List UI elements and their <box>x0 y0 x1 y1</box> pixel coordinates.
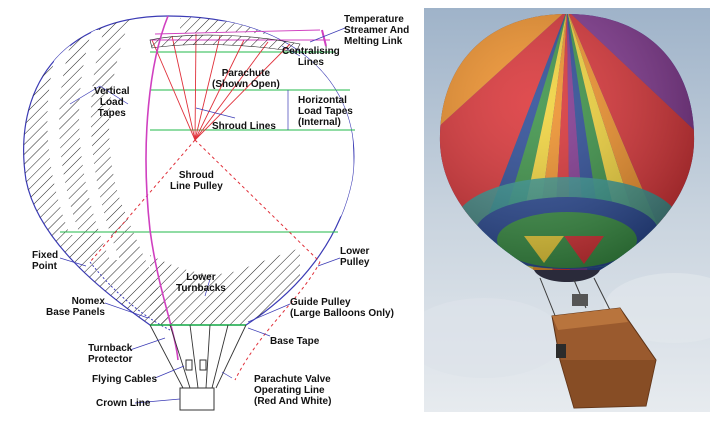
label-centralising-lines: Centralising Lines <box>282 46 340 68</box>
basket-outline <box>179 387 215 411</box>
label-lower-turnbacks: Lower Turnbacks <box>176 272 226 294</box>
label-guide-pulley: Guide Pulley (Large Balloons Only) <box>290 297 394 319</box>
label-horizontal-load-tapes: Horizontal Load Tapes (Internal) <box>298 95 353 128</box>
diagram-drawing <box>23 15 355 411</box>
parachute-fabric <box>149 34 301 53</box>
balloon-photo-drawing <box>404 8 720 412</box>
label-fixed-point: Fixed Point <box>32 250 59 272</box>
shroud-lines <box>151 33 291 141</box>
operating-line <box>89 139 321 381</box>
label-parachute-valve-line: Parachute Valve Operating Line (Red And … <box>254 374 332 407</box>
horizontal-load-tapes <box>60 51 355 233</box>
leader-lines <box>59 27 346 404</box>
label-crown-line: Crown Line <box>96 398 151 409</box>
label-lower-pulley: Lower Pulley <box>340 246 370 268</box>
label-nomex-base-panels: Nomex Base Panels <box>46 296 105 318</box>
label-shroud-lines: Shroud Lines <box>212 121 276 132</box>
label-vertical-load-tapes: Vertical Load Tapes <box>94 86 130 119</box>
flying-cables-lines <box>149 324 247 389</box>
label-parachute: Parachute (Shown Open) <box>212 68 280 90</box>
balloon-photo <box>404 8 720 412</box>
balloon-envelope <box>439 14 695 270</box>
burner <box>572 294 588 306</box>
label-flying-cables: Flying Cables <box>92 374 158 385</box>
label-base-tape: Base Tape <box>270 336 320 347</box>
label-shroud-line-pulley: Shroud Line Pulley <box>170 170 223 192</box>
label-turnback-protector: Turnback Protector <box>88 343 133 365</box>
label-temperature-streamer: Temperature Streamer And Melting Link <box>344 14 410 47</box>
balloon-diagram: Temperature Streamer And Melting Link Ce… <box>23 14 410 411</box>
